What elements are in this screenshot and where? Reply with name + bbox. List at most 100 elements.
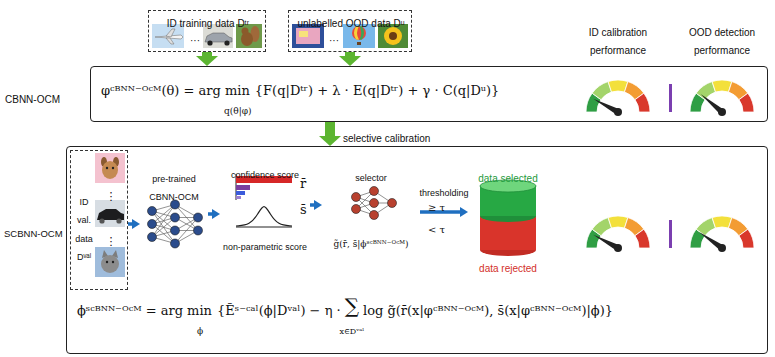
gauge-segment xyxy=(739,229,754,248)
dataset-title: ID val. data Dᵛᵃˡ xyxy=(75,197,93,262)
arrow-shaft xyxy=(310,203,314,207)
network-unit xyxy=(148,220,157,229)
network-unit xyxy=(171,213,180,222)
arrow-head xyxy=(314,200,322,210)
formula: log g̃(r̄(x|φᶜᴮᴺᴺ⁻ᴼᶜᴹ), s̄(x|φᶜᴮᴺᴺ⁻ᴼᶜᴹ)|… xyxy=(363,304,613,319)
gauge-hub xyxy=(614,244,622,252)
arrow-head xyxy=(339,56,361,66)
dog-head xyxy=(102,161,118,179)
gauge xyxy=(586,216,650,252)
network-unit xyxy=(194,213,203,222)
network-unit xyxy=(370,211,379,220)
cat-eye xyxy=(106,261,108,263)
gauge xyxy=(586,80,650,116)
divider-bar xyxy=(669,220,672,248)
gauge-label: ID calibration performance xyxy=(589,27,647,56)
flow-arrow xyxy=(128,219,140,229)
formula: φᶜᴮᴺᴺ⁻ᴼᶜᴹ(θ) = arg min xyxy=(101,84,250,99)
network-unit xyxy=(171,239,180,248)
arrow-head xyxy=(319,136,341,146)
arrow-shaft xyxy=(345,52,355,56)
arrow-head xyxy=(132,219,140,229)
block-label: selector xyxy=(355,173,387,183)
photo-dog xyxy=(95,153,125,183)
network-unit xyxy=(352,193,361,202)
gauge-segment xyxy=(635,93,650,112)
stage-heading: CBNN-OCM xyxy=(5,94,60,106)
cat-eye xyxy=(112,261,114,263)
selector-icon xyxy=(352,187,397,220)
card-face xyxy=(296,28,320,44)
car-body xyxy=(97,209,124,220)
network-icon xyxy=(148,200,203,248)
block-arrow xyxy=(196,52,218,66)
gauge-label: OOD detection performance xyxy=(689,27,755,56)
threshold-label: < τ xyxy=(428,224,445,236)
ellipsis: ··· xyxy=(329,35,339,47)
dataset-title: unlabelled OOD data Dᵘ xyxy=(297,18,404,30)
block-label: confidence score xyxy=(231,170,299,180)
selector-block: selector g̃(r̄, s̄|ϕˢᶜᴮᴺᴺ⁻ᴼᶜᴹ) xyxy=(322,165,420,252)
gauge-segment xyxy=(739,93,754,112)
selected-label: data selected xyxy=(478,173,538,185)
network-unit xyxy=(370,187,379,196)
ellipsis: ··· xyxy=(190,35,200,47)
gauge-hub xyxy=(614,108,622,116)
arrow-shaft xyxy=(202,52,212,56)
dataset-box: unlabelled OOD data Dᵘ ··· xyxy=(288,10,412,52)
flow-arrow xyxy=(310,200,322,210)
math-symbol: s̄ xyxy=(300,203,307,218)
network-unit xyxy=(352,205,361,214)
formula: ϕˢᶜᴮᴺᴺ⁻ᴼᶜᴹ = arg min xyxy=(77,304,212,319)
threshold-label: ≥ τ xyxy=(428,202,445,214)
arrow-head xyxy=(460,207,468,217)
sunflower-petals xyxy=(384,27,402,45)
network-unit xyxy=(148,207,157,216)
confidence-bar xyxy=(236,196,241,199)
sum-symbol: ∑ xyxy=(345,295,359,318)
card-chip xyxy=(299,31,308,37)
confidence-bar xyxy=(236,185,250,190)
score-block: confidence scorer̄non-parametric scores̄ xyxy=(220,162,310,255)
block-arrow xyxy=(319,122,341,146)
car-wheel xyxy=(224,40,229,45)
cat-head xyxy=(101,255,119,273)
confidence-bar xyxy=(236,191,245,195)
gauge xyxy=(690,80,754,116)
balloon-basket xyxy=(357,42,361,45)
network-unit xyxy=(388,199,397,208)
car-wheel xyxy=(116,218,121,223)
gauge-segment xyxy=(635,229,650,248)
stage-box: CBNN-OCMφᶜᴮᴺᴺ⁻ᴼᶜᴹ(θ) = arg minq(θ|φ){F(q… xyxy=(90,66,768,122)
block-arrow xyxy=(339,52,361,66)
dog-eye xyxy=(106,167,108,169)
arrow-shaft xyxy=(208,212,212,216)
arrow-head xyxy=(212,209,220,219)
network-unit xyxy=(148,233,157,242)
ellipsis: ⋮ xyxy=(106,190,117,203)
car-wheel xyxy=(99,218,104,223)
gauge-hub xyxy=(718,244,726,252)
airplane-wing xyxy=(166,29,175,44)
network-unit xyxy=(370,199,379,208)
dog-eye xyxy=(112,167,114,169)
gauge-hub xyxy=(718,108,726,116)
dataset-title: ID training data Dᵗʳ xyxy=(167,18,249,30)
data-store: data selected data rejected xyxy=(468,166,548,277)
formula-subscript: q(θ|φ) xyxy=(224,106,252,116)
math-symbol: r̄ xyxy=(300,177,306,192)
squirrel-body xyxy=(241,32,253,46)
formula: {F(q|Dᵗʳ) + λ · E(q|Dᵗʳ) + γ · C(q|Dᵘ)} xyxy=(255,84,500,99)
car-wheel xyxy=(207,40,212,45)
block-label: pre-trained CBNN-OCM xyxy=(149,174,199,202)
formula: g̃(r̄, s̄|ϕˢᶜᴮᴺᴺ⁻ᴼᶜᴹ) xyxy=(333,239,408,249)
network-block: pre-trained CBNN-OCM xyxy=(140,168,208,252)
rejected-label: data rejected xyxy=(479,263,537,275)
gauge xyxy=(690,216,754,252)
arrow-head xyxy=(196,56,218,66)
flow-arrow xyxy=(208,209,220,219)
sunflower-center xyxy=(389,32,397,40)
photo-cat xyxy=(95,247,125,277)
dataset-box: ID training data Dᵗʳ ··· xyxy=(148,10,266,52)
